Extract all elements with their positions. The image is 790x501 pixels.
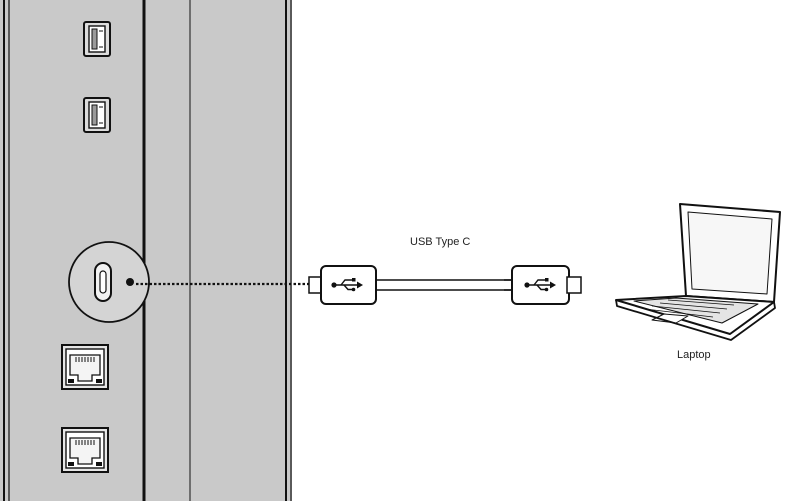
cable-plug-left — [308, 265, 384, 305]
laptop-icon — [615, 203, 781, 341]
cable-label: USB Type C — [410, 236, 471, 248]
port-indicator-dot — [126, 278, 134, 286]
laptop-label: Laptop — [677, 349, 711, 361]
usb-c-port-icon — [94, 262, 112, 302]
usb-a-port-icon — [83, 97, 111, 133]
usb-a-port-icon — [83, 21, 111, 57]
usb-type-c-cable — [308, 265, 582, 305]
ethernet-port-icon — [61, 344, 109, 390]
cable-plug-right — [504, 265, 582, 305]
device-side-panel — [0, 0, 292, 501]
ethernet-port-icon — [61, 427, 109, 473]
